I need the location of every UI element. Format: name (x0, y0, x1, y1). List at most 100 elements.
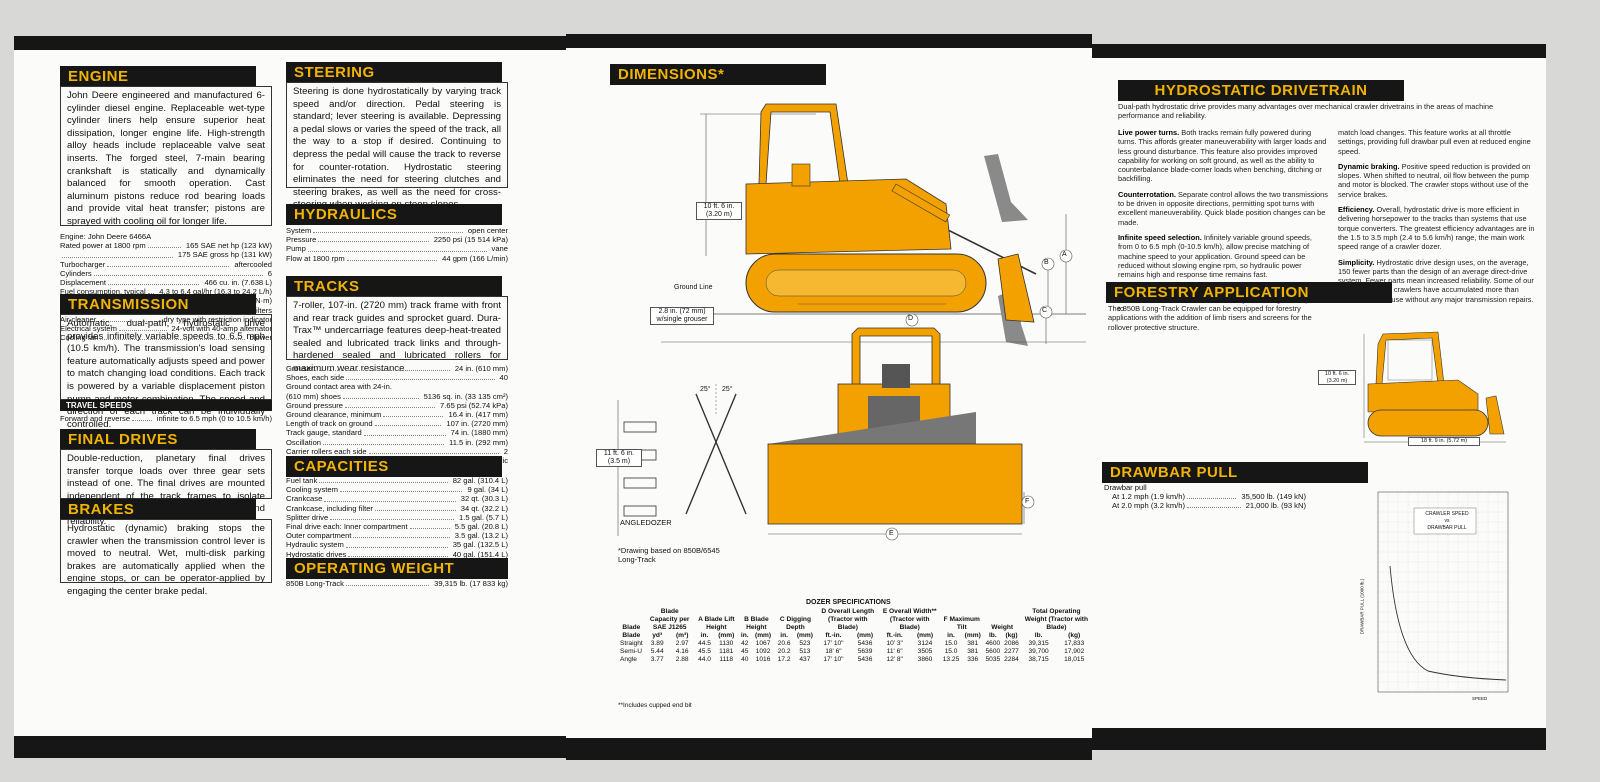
blade (997, 253, 1035, 323)
unit-cell: (m³) (675, 632, 689, 639)
table-cell: 5035 (985, 656, 1001, 663)
feature-paragraph: match load changes. This feature works a… (1338, 128, 1538, 156)
spec-key: Carrier rollers each side (286, 446, 367, 456)
label-f: F (1025, 498, 1030, 505)
spec-key: 850B Long-Track (286, 579, 344, 588)
feature-paragraph: Simplicity. Hydrostatic drive design use… (1338, 258, 1538, 304)
unit-cell: (mm) (718, 632, 735, 639)
table-cell: 523 (799, 640, 811, 647)
spec-value: vane (491, 244, 508, 254)
table-cell: 18,015 (1064, 656, 1085, 663)
spec-value: 2250 psi (15 514 kPa) (433, 235, 508, 245)
dimensions-heading: DIMENSIONS* (610, 64, 826, 85)
unit-cell: in. (700, 632, 709, 639)
table-cell: 12' 8" (886, 656, 903, 663)
table-cell: 3.77 (650, 656, 664, 663)
table-cell: 3124 (917, 640, 933, 647)
label-d-circle (905, 313, 919, 327)
column-header: C Digging Depth (779, 616, 811, 631)
table-cell: 513 (799, 648, 811, 655)
spec-value: 1.5 gal. (5.7 L) (459, 512, 508, 522)
operating-weight-spec: 850B Long-Track 39,315 lb. (17 833 kg) (286, 579, 508, 588)
table-cell: 1118 (719, 656, 734, 663)
seat-front (882, 364, 910, 388)
table-cell: Semi-U (620, 648, 642, 655)
transmission-description: Automatic, dual-path, hydrostatic drive … (60, 314, 272, 430)
spec-value: 6 (267, 268, 272, 278)
table-cell: 381 (967, 640, 979, 647)
table-cell: Straight (620, 640, 643, 647)
table-cell: 42 (741, 640, 749, 647)
feature-heading: Live power turns. (1118, 128, 1180, 137)
label-c-circle (1039, 305, 1053, 319)
table-cell: 2.97 (675, 640, 689, 647)
spec-value: 466 cu. in. (7.638 L) (204, 278, 272, 288)
spec-value: 2 (503, 446, 508, 456)
middle-panel: DIMENSIONS* A B C D 10 ft. 6 (566, 34, 1092, 760)
bottom-band (566, 738, 1092, 760)
table-cell: 15.0 (944, 648, 958, 655)
spec-row: At 2.0 mph (3.2 km/h)21,000 lb. (93 kN) (1112, 501, 1306, 510)
table-cell: 13.25 (942, 656, 960, 663)
column-header: Total Operating Weight (Tractor with Bla… (1024, 608, 1089, 631)
feature-text: Both tracks remain fully powered during … (1118, 128, 1327, 184)
label-c: C (1042, 307, 1048, 314)
spec-key: Cooling fan (60, 333, 99, 343)
feature-paragraph: Counterrotation. Separate control allows… (1118, 190, 1328, 227)
table-cell: 4.16 (675, 648, 689, 655)
right-panel: HYDROSTATIC DRIVETRAIN Dual-path hydrost… (1092, 44, 1546, 750)
spec-value: 39,315 lb. (17 833 kg) (434, 579, 508, 588)
drawbar-pull-chart (1377, 491, 1509, 693)
top-band (566, 34, 1092, 48)
forestry-height-dimension: 10 ft. 6 in. (3.20 m) (1318, 370, 1356, 385)
table-cell: 2.88 (675, 656, 689, 663)
drawing-footnote: *Drawing based on 850B/6545 Long-Track (618, 546, 720, 564)
spec-value: 35,500 lb. (149 kN) (1241, 492, 1306, 501)
unit-cell: lb. (988, 632, 997, 639)
table-cell: 2277 (1004, 648, 1019, 655)
column-header: Weight (991, 624, 1014, 631)
table-cell: 20.2 (777, 648, 791, 655)
spec-key: Fuel consumption, typical (60, 287, 146, 297)
table-cell: 2086 (1004, 640, 1019, 647)
table-cell: 38,715 (1028, 656, 1049, 663)
table-cell: 4600 (985, 640, 1001, 647)
pull-curve (1389, 565, 1507, 681)
spec-key: Cooling system (286, 485, 338, 495)
final-drives-description: Double-reduction, planetary final drives… (60, 449, 272, 527)
unit-cell: ft.-in. (825, 632, 842, 639)
label-e-circle (885, 527, 899, 541)
spec-value: 4.3 to 6.4 gal/hr (16.3 to 24.2 L/h) (159, 287, 272, 297)
spec-value: 74 in. (1880 mm) (450, 428, 508, 438)
spec-value: 165 SAE net hp (123 kW) (185, 241, 272, 251)
table-cell: 44.0 (698, 656, 711, 663)
label-e: E (889, 530, 894, 537)
column-header: A Blade Lift Height (698, 616, 735, 631)
forestry-crawler (1363, 331, 1506, 443)
spec-value: 3.5 gal. (13.2 L) (454, 531, 508, 541)
spec-key: Flow at 1800 rpm (286, 253, 345, 263)
seat (791, 163, 811, 187)
lift-cylinder (891, 183, 951, 223)
spec-key: Electrical system (60, 324, 117, 334)
label-d: D (908, 315, 914, 322)
track-schematic (623, 505, 657, 517)
hydrostatic-right-column: match load changes. This feature works a… (1338, 128, 1538, 310)
label-a-circle (1059, 249, 1073, 263)
spec-value: 107 in. (2720 mm) (446, 419, 508, 429)
feature-heading: Simplicity. (1338, 257, 1375, 267)
spec-key: Air cleaner (60, 314, 97, 324)
table-cell: 45 (741, 648, 749, 655)
column-header: F Maximum Tilt (943, 616, 980, 631)
